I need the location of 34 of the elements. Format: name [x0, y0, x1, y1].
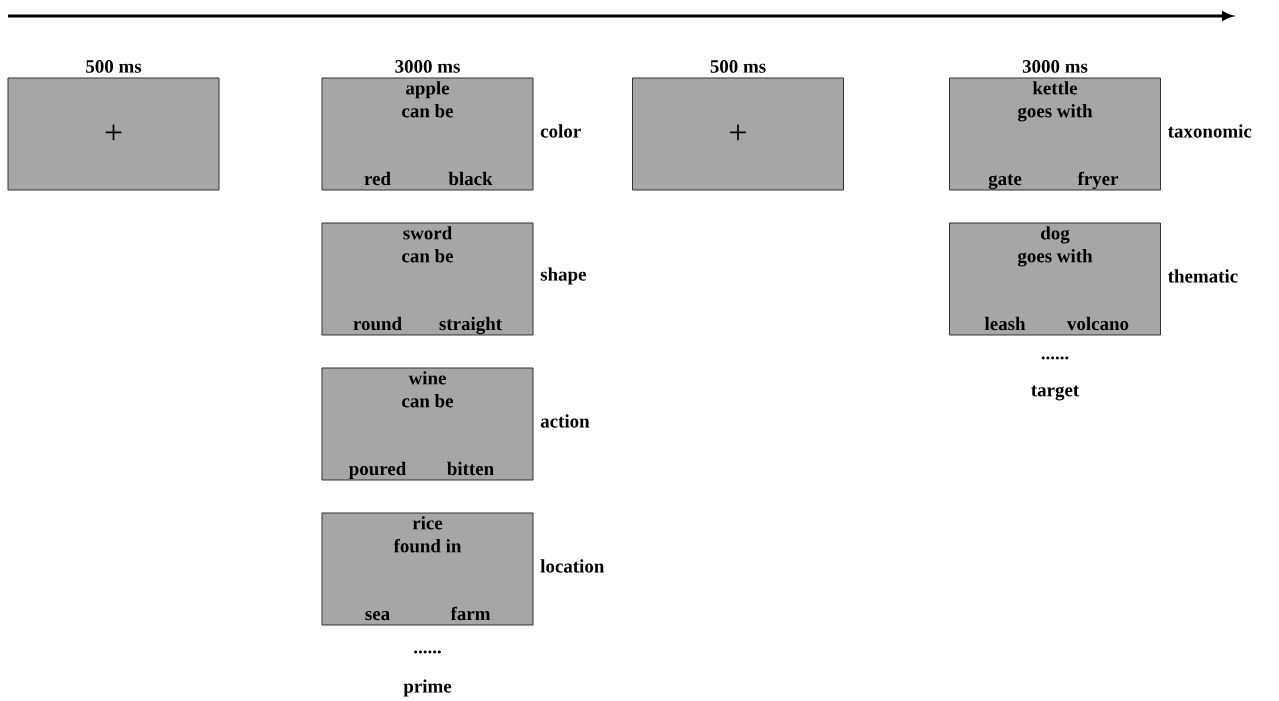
duration-label: 3000 ms: [1022, 60, 1088, 73]
condition-label: shape: [540, 267, 586, 285]
duration-label: 3000 ms: [395, 60, 460, 73]
answer-option: sea: [365, 611, 390, 621]
prompt-text: rice found in: [393, 516, 462, 553]
answer-option: fryer: [1077, 171, 1119, 190]
answer-option: poured: [349, 461, 407, 480]
prompt-text: apple can be: [402, 81, 453, 118]
answer-option: red: [364, 171, 391, 186]
duration-label: 500 ms: [710, 60, 766, 73]
answer-option: farm: [450, 606, 491, 621]
answer-option: round: [353, 316, 402, 331]
answer-option: gate: [988, 174, 1022, 190]
condition-label: taxonomic: [1168, 124, 1252, 138]
column-label: prime: [403, 679, 452, 697]
condition-label: action: [540, 414, 590, 428]
answer-option: black: [448, 171, 493, 186]
prompt-text: wine can be: [402, 371, 453, 408]
ellipsis: ......: [414, 650, 441, 654]
prompt-text: sword can be: [402, 226, 453, 263]
fixation-cross: +: [730, 124, 746, 141]
duration-label: 500 ms: [86, 60, 142, 73]
answer-option: bitten: [447, 461, 494, 476]
prompt-text: dog goes with: [1017, 226, 1093, 267]
condition-label: color: [540, 124, 581, 138]
condition-label: location: [540, 559, 605, 573]
answer-option: straight: [439, 316, 502, 335]
answer-option: volcano: [1067, 316, 1129, 331]
condition-label: thematic: [1168, 269, 1238, 283]
answer-option: leash: [984, 316, 1026, 331]
ellipsis: ......: [1041, 356, 1069, 360]
prompt-text: kettle goes with: [1017, 81, 1093, 122]
fixation-cross: +: [105, 124, 122, 141]
column-label: target: [1031, 385, 1080, 401]
